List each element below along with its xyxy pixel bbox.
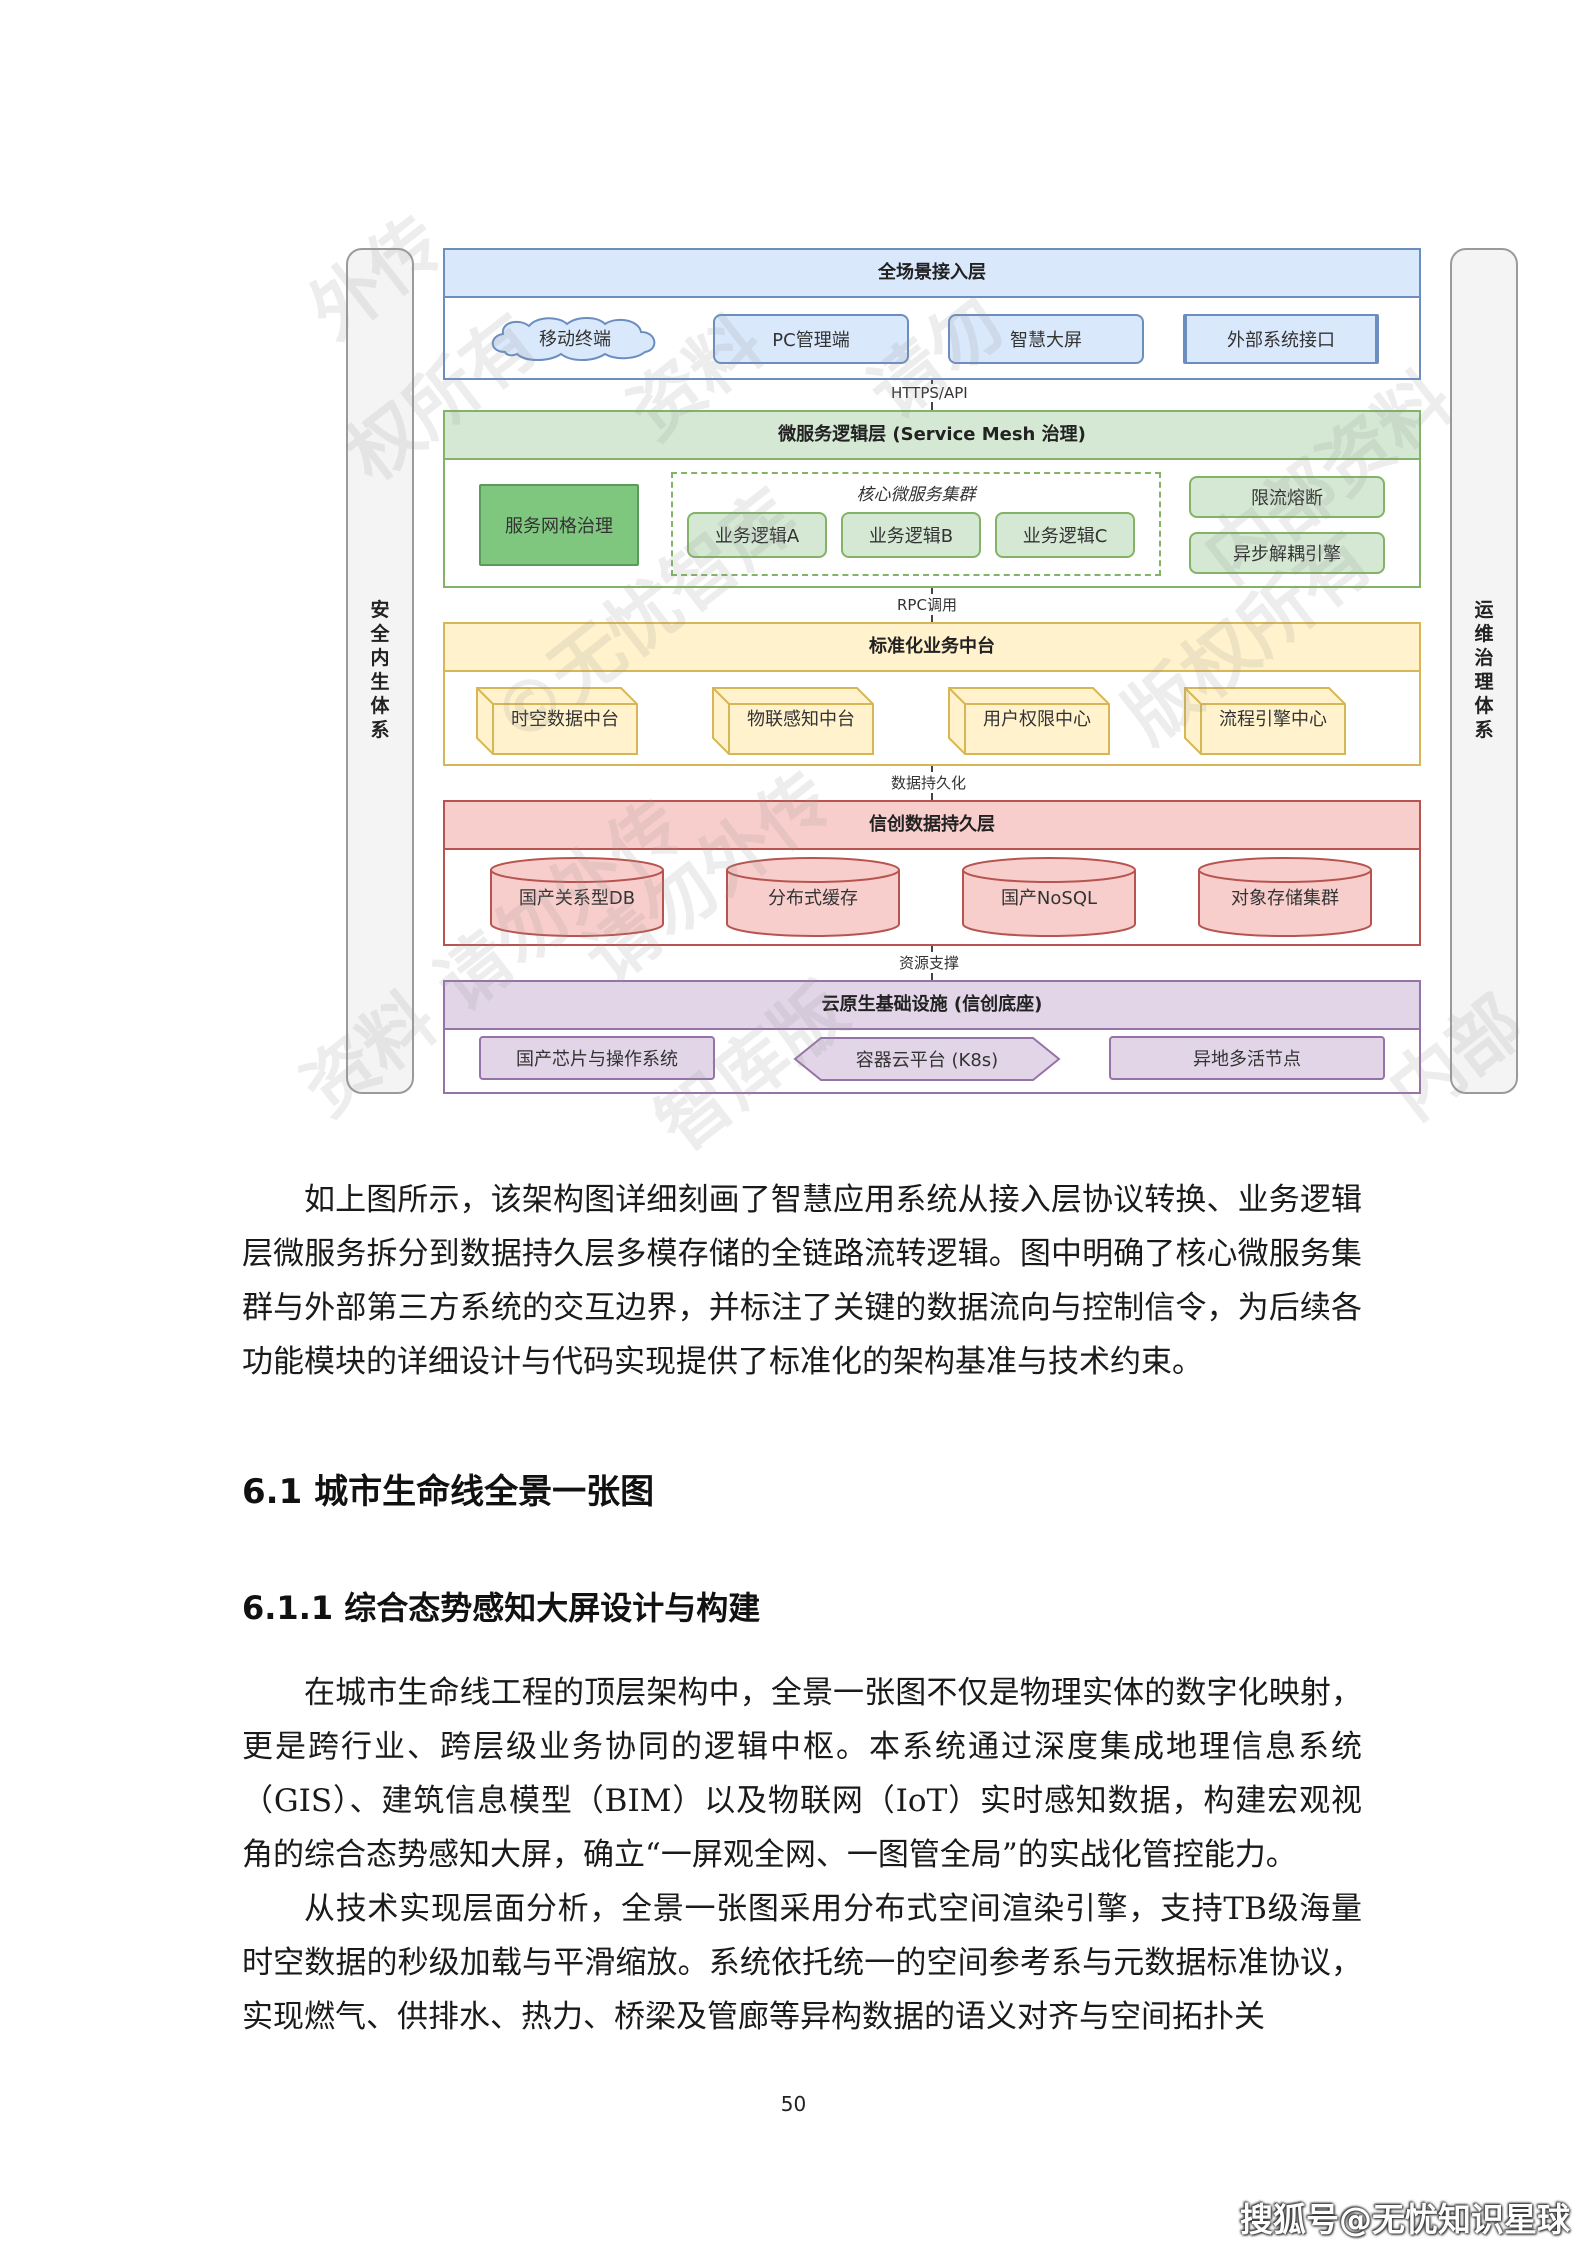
- source-watermark: 搜狐号@无忧知识星球: [1240, 2200, 1570, 2239]
- section-heading-6-1: 6.1 城市生命线全景一张图: [242, 1472, 655, 1512]
- paragraph-technical-analysis: 从技术实现层面分析，全景一张图采用分布式空间渲染引擎，支持TB级海量时空数据的秒…: [242, 1891, 1362, 2035]
- node-pc-admin: PC管理端: [713, 314, 909, 364]
- infrastructure-layer-title: 云原生基础设施 (信创底座): [445, 982, 1419, 1030]
- node-logic-c: 业务逻辑C: [995, 512, 1135, 558]
- security-pillar: 安 全 内 生 体 系: [346, 248, 414, 1094]
- node-container-cloud: 容器云平台 (K8s): [855, 1050, 999, 1071]
- connector-label-resource: 资源支撑: [896, 952, 963, 973]
- node-external-interface: 外部系统接口: [1183, 314, 1379, 364]
- paragraph-diagram-explanation: 如上图所示，该架构图详细刻画了智慧应用系统从接入层协议转换、业务逻辑层微服务拆分…: [242, 1182, 1362, 1380]
- ops-pillar-label: 运 维 治 理 体 系: [1474, 599, 1494, 741]
- node-domestic-nosql: 国产NoSQL: [1000, 888, 1098, 909]
- security-pillar-label: 安 全 内 生 体 系: [370, 599, 390, 741]
- node-spatial-data-platform: 时空数据中台: [511, 709, 619, 730]
- connector-label-rpc: RPC调用: [894, 594, 960, 615]
- node-iot-platform: 物联感知中台: [747, 709, 855, 730]
- node-object-storage: 对象存储集群: [1231, 888, 1339, 909]
- access-layer: 全场景接入层 移动终端 PC管理端 智慧大屏 外部系统接口: [443, 248, 1421, 380]
- paragraph-panorama-intro: 在城市生命线工程的顶层架构中，全景一张图不仅是物理实体的数字化映射，更是跨行业、…: [242, 1675, 1362, 1873]
- node-logic-a: 业务逻辑A: [687, 512, 827, 558]
- core-cluster-box: 核心微服务集群 业务逻辑A 业务逻辑B 业务逻辑C: [671, 472, 1161, 576]
- cloud-shape: [491, 317, 656, 361]
- node-service-mesh: 服务网格治理: [479, 484, 639, 566]
- node-distributed-cache: 分布式缓存: [768, 888, 858, 909]
- node-async-engine: 异步解耦引擎: [1189, 532, 1385, 574]
- node-logic-b: 业务逻辑B: [841, 512, 981, 558]
- page-number: 50: [780, 2092, 807, 2116]
- business-platform-title: 标准化业务中台: [445, 624, 1419, 672]
- persistence-layer-title: 信创数据持久层: [445, 802, 1419, 850]
- connector-label-persistence: 数据持久化: [888, 772, 970, 793]
- node-big-screen: 智慧大屏: [948, 314, 1144, 364]
- hexagon-shape: [793, 1037, 1061, 1081]
- node-rate-limit: 限流熔断: [1189, 476, 1385, 518]
- access-layer-title: 全场景接入层: [445, 250, 1419, 298]
- node-mobile-terminal: 移动终端: [539, 329, 611, 350]
- node-domestic-rdb: 国产关系型DB: [518, 888, 636, 909]
- microservice-layer: 微服务逻辑层 (Service Mesh 治理) 服务网格治理 核心微服务集群 …: [443, 410, 1421, 588]
- node-user-permission: 用户权限中心: [983, 709, 1091, 730]
- platform-cubes: [476, 687, 1346, 755]
- node-chip-os: 国产芯片与操作系统: [479, 1036, 715, 1080]
- infrastructure-layer: 云原生基础设施 (信创底座) 国产芯片与操作系统 容器云平台 (K8s) 异地多…: [443, 980, 1421, 1094]
- database-cylinders: [490, 857, 1372, 937]
- connector-label-https: HTTPS/API: [888, 384, 971, 402]
- microservice-layer-title: 微服务逻辑层 (Service Mesh 治理): [445, 412, 1419, 460]
- node-active-active: 异地多活节点: [1109, 1036, 1385, 1080]
- node-workflow-engine: 流程引擎中心: [1219, 709, 1327, 730]
- section-heading-6-1-1: 6.1.1 综合态势感知大屏设计与构建: [242, 1589, 761, 1627]
- ops-pillar: 运 维 治 理 体 系: [1450, 248, 1518, 1094]
- core-cluster-title: 核心微服务集群: [856, 485, 976, 505]
